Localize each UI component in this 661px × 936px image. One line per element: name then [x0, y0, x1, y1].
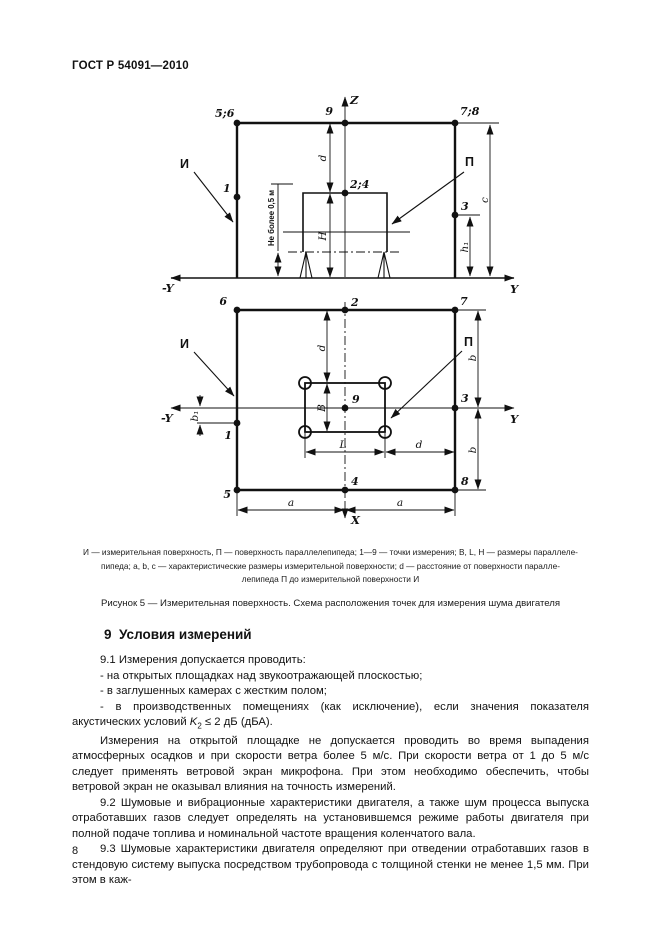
caption-line-3: лепипеда П до измерительной поверхности … [241, 574, 420, 584]
y-neg-label: -Y [161, 411, 175, 425]
dim-a-left-label: a [288, 497, 294, 509]
ext-lines-L [304, 433, 386, 458]
point-1 [233, 193, 241, 201]
dim-c-label: c [479, 197, 491, 203]
point-4 [341, 486, 349, 494]
section-heading: 9 Условия измерений [104, 627, 252, 642]
dim-d-right-label: d [416, 439, 423, 451]
point-1 [233, 419, 241, 427]
figure-5-diagram: Z -Y Y 5;6 9 7;8 1 2;4 3 И П d H c h₁ Не… [161, 93, 520, 527]
point-7-label: 7 [460, 295, 468, 308]
dim-h1-label: h₁ [459, 242, 471, 253]
point-9-label: 9 [325, 105, 333, 118]
clause-9-1-item-2: - в заглушенных камерах с жестким полом; [100, 685, 327, 697]
dim-a-right-label: a [397, 497, 403, 509]
measurement-points-side [233, 119, 459, 219]
dim-d-top-label: d [316, 344, 328, 351]
point-3-label: 3 [461, 392, 469, 405]
point-3 [451, 211, 459, 219]
point-7-8-label: 7;8 [460, 105, 480, 118]
leader-box [390, 350, 463, 419]
dim-L-label: L [339, 439, 347, 451]
caption-line-2: пипеда; a, b, c — характеристические раз… [101, 560, 560, 571]
point-7 [451, 306, 459, 314]
point-9 [341, 404, 349, 412]
item-3-text: - в производственных помещениях (как иск… [72, 700, 589, 729]
z-axis-label: Z [349, 93, 359, 107]
clause-9-3: 9.3 Шумовые характеристики двигателя опр… [72, 843, 589, 887]
point-5-6-label: 5;6 [215, 107, 235, 120]
point-3 [451, 404, 459, 412]
point-9-label: 9 [352, 393, 360, 406]
extension-lines [236, 309, 486, 516]
point-1-label: 1 [223, 182, 231, 195]
leader-surface [193, 351, 235, 397]
document-header: ГОСТ Р 54091—2010 [72, 60, 189, 72]
k-subscript: 2 [197, 721, 202, 731]
point-1-label: 1 [224, 429, 232, 442]
dim-H-label: H [317, 231, 329, 242]
max-gap-note: Не более 0,5 м [267, 190, 276, 246]
point-2-label: 2 [350, 296, 359, 309]
point-4-label: 4 [351, 475, 359, 488]
measurement-points-top [233, 306, 459, 494]
measurement-surface-top [235, 308, 457, 492]
leader-surface [193, 171, 234, 223]
y-pos-label: Y [510, 412, 520, 426]
point-2 [341, 306, 349, 314]
dim-b-lower-label: b [467, 446, 479, 453]
point-5-label: 5 [223, 488, 231, 501]
point-7-8 [451, 119, 459, 127]
dim-d-label: d [317, 154, 329, 161]
clause-9-1: 9.1 Измерения допускается проводить: [100, 654, 306, 666]
side-view: Z -Y Y 5;6 9 7;8 1 2;4 3 И П d H c h₁ Не… [162, 93, 520, 296]
point-5 [233, 486, 241, 494]
clause-open-area: Измерения на открытой площадке не допуск… [72, 734, 589, 794]
leader-box [391, 171, 465, 225]
surface-label: И [180, 337, 189, 351]
point-3-label: 3 [461, 200, 469, 213]
y-pos-label: Y [510, 282, 520, 296]
figure-title: Рисунок 5 — Измерительная поверхность. С… [100, 598, 561, 609]
dim-B-label: B [316, 404, 328, 413]
point-6 [233, 306, 241, 314]
clause-9-2: 9.2 Шумовые и вибрационные характеристик… [72, 796, 589, 840]
point-6-label: 6 [219, 295, 227, 308]
page-number: 8 [72, 845, 79, 857]
section-body: 9.1 Измерения допускается проводить: - н… [72, 653, 589, 889]
figure-caption: И — измерительная поверхность, П — повер… [66, 546, 595, 587]
top-view: -Y Y X 6 2 7 1 9 3 5 4 8 И П d B L d b b… [161, 295, 520, 527]
point-9 [341, 119, 349, 127]
point-8-label: 8 [461, 475, 469, 488]
clause-9-1-item-3: - в производственных помещениях (как иск… [72, 700, 589, 734]
surface-label: И [180, 157, 189, 171]
point-8 [451, 486, 459, 494]
dim-b-upper-label: b [467, 354, 479, 361]
dim-b1-label: b₁ [189, 411, 201, 422]
engine-rect [304, 382, 386, 433]
k-symbol: K [189, 716, 198, 728]
y-neg-label: -Y [162, 281, 176, 295]
item-3-tail: ≤ 2 дБ (дБА). [201, 716, 273, 728]
point-5-6 [233, 119, 241, 127]
point-2-4 [341, 189, 349, 197]
point-2-4-label: 2;4 [349, 178, 369, 191]
x-axis-label: X [350, 513, 361, 527]
box-label: П [464, 335, 473, 349]
caption-line-1: И — измерительная поверхность, П — повер… [83, 547, 578, 557]
box-label: П [465, 155, 474, 169]
clause-9-1-item-1: - на открытых площадках над звукоотражаю… [100, 669, 423, 682]
engine-supports [299, 251, 391, 279]
